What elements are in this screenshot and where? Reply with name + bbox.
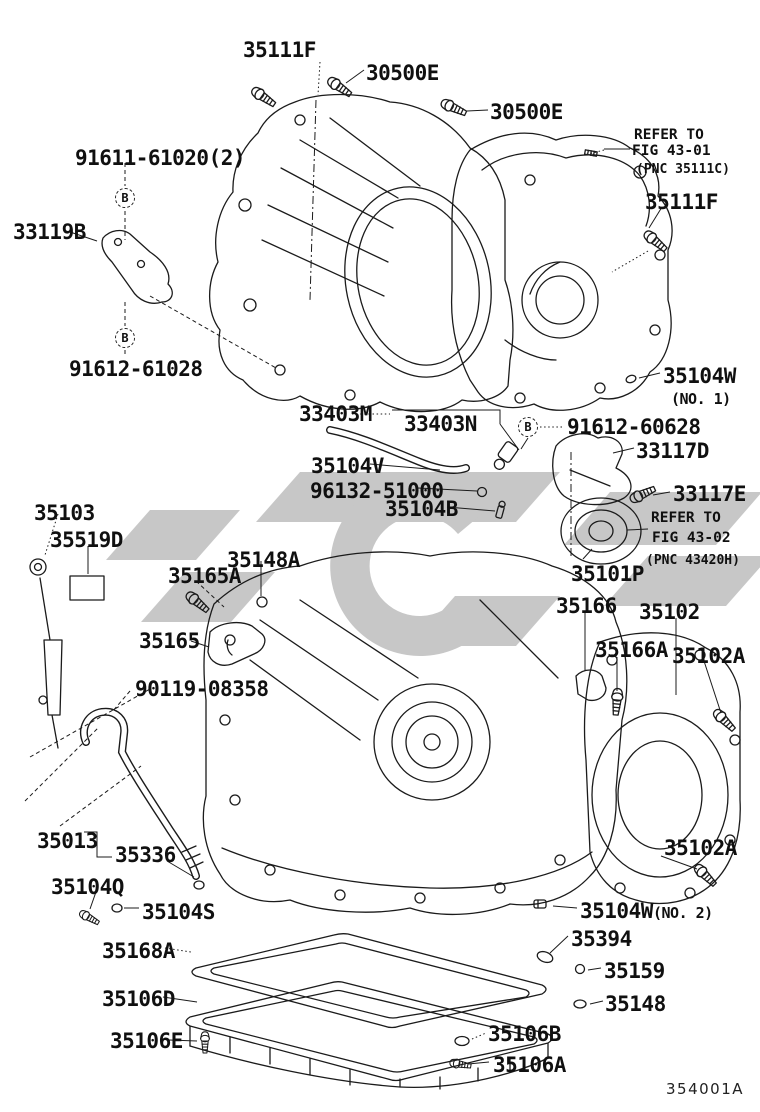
fasteners	[77, 74, 739, 1071]
part-label-33117d: 33117D	[636, 439, 709, 463]
part-label-35166a: 35166A	[595, 638, 668, 662]
part-label-33119b: 33119B	[13, 220, 86, 244]
part-label-33403n: 33403N	[404, 412, 477, 436]
part-label-pnc43420h: (PNC 43420H)	[646, 553, 740, 568]
callout-marker-b: B	[518, 417, 538, 437]
part-label-35165a: 35165A	[168, 564, 241, 588]
part-label-35104w: 35104W	[663, 364, 736, 388]
filler-tube-35013	[80, 707, 205, 890]
dipstick-35103	[29, 558, 63, 749]
part-label-35159: 35159	[604, 959, 665, 983]
part-label-9161261028: 91612-61028	[69, 357, 203, 381]
watermark-logo	[106, 472, 760, 656]
part-label-9613251000: 96132-51000	[310, 479, 444, 503]
part-label-35103: 35103	[34, 501, 95, 525]
part-label-35111f: 35111F	[243, 38, 316, 62]
part-label-35148: 35148	[605, 992, 666, 1016]
part-label-35104b: 35104B	[385, 497, 458, 521]
part-label-35102a: 35102A	[672, 644, 745, 668]
plate-35166	[575, 669, 607, 702]
part-label-35519d: 35519D	[50, 528, 123, 552]
part-label-35106e: 35106E	[110, 1029, 183, 1053]
part-label-35166: 35166	[556, 594, 617, 618]
speed-sensor-33403	[326, 426, 519, 519]
part-label-fig4302: FIG 43-02	[652, 530, 731, 546]
callout-marker-b: B	[115, 328, 135, 348]
part-label-35101p: 35101P	[571, 562, 644, 586]
part-label-35168a: 35168A	[102, 939, 175, 963]
part-label-91611610202: 91611-61020(2)	[75, 146, 246, 170]
part-label-pnc35111c: (PNC 35111C)	[636, 162, 730, 177]
part-label-35104v: 35104V	[311, 454, 384, 478]
part-label-35106b: 35106B	[488, 1022, 561, 1046]
leader-lines	[24, 61, 722, 1065]
part-label-33117e: 33117E	[673, 482, 746, 506]
part-label-35102a: 35102A	[664, 836, 737, 860]
bell-housing-drawing	[209, 93, 673, 413]
bracket-33117D	[552, 433, 632, 506]
part-label-referto: REFER TO	[651, 510, 721, 526]
part-label-35106a: 35106A	[493, 1053, 566, 1077]
plate-35165	[207, 621, 266, 666]
part-label-30500e: 30500E	[490, 100, 563, 124]
bracket-33119B	[101, 229, 173, 304]
part-label-9161260628: 91612-60628	[567, 415, 701, 439]
part-label-9011908358: 90119-08358	[135, 677, 269, 701]
figure-code: 354001A	[666, 1080, 745, 1098]
part-label-35013: 35013	[37, 829, 98, 853]
part-label-35106d: 35106D	[102, 987, 175, 1011]
gasket-35168A	[191, 933, 547, 1029]
transaxle-case-drawing	[202, 497, 741, 916]
part-label-30500e: 30500E	[366, 61, 439, 85]
oil-pan-35106D	[185, 981, 553, 1090]
callout-marker-b: B	[115, 188, 135, 208]
part-label-35102: 35102	[639, 600, 700, 624]
part-label-33403m: 33403M	[299, 402, 372, 426]
part-label-35165: 35165	[139, 629, 200, 653]
part-label-no2: (NO. 2)	[653, 904, 713, 922]
part-label-35104w: 35104W	[580, 899, 653, 923]
part-label-fig4301: FIG 43-01	[632, 143, 711, 159]
part-label-35111f: 35111F	[645, 190, 718, 214]
part-label-35104s: 35104S	[142, 900, 215, 924]
caution-plate-35519D	[69, 575, 105, 601]
part-label-35394: 35394	[571, 927, 632, 951]
part-label-35148a: 35148A	[227, 548, 300, 572]
part-label-referto: REFER TO	[634, 127, 704, 143]
part-label-35104q: 35104Q	[51, 875, 124, 899]
part-label-35336: 35336	[115, 843, 176, 867]
part-label-no1: (NO. 1)	[671, 390, 731, 408]
